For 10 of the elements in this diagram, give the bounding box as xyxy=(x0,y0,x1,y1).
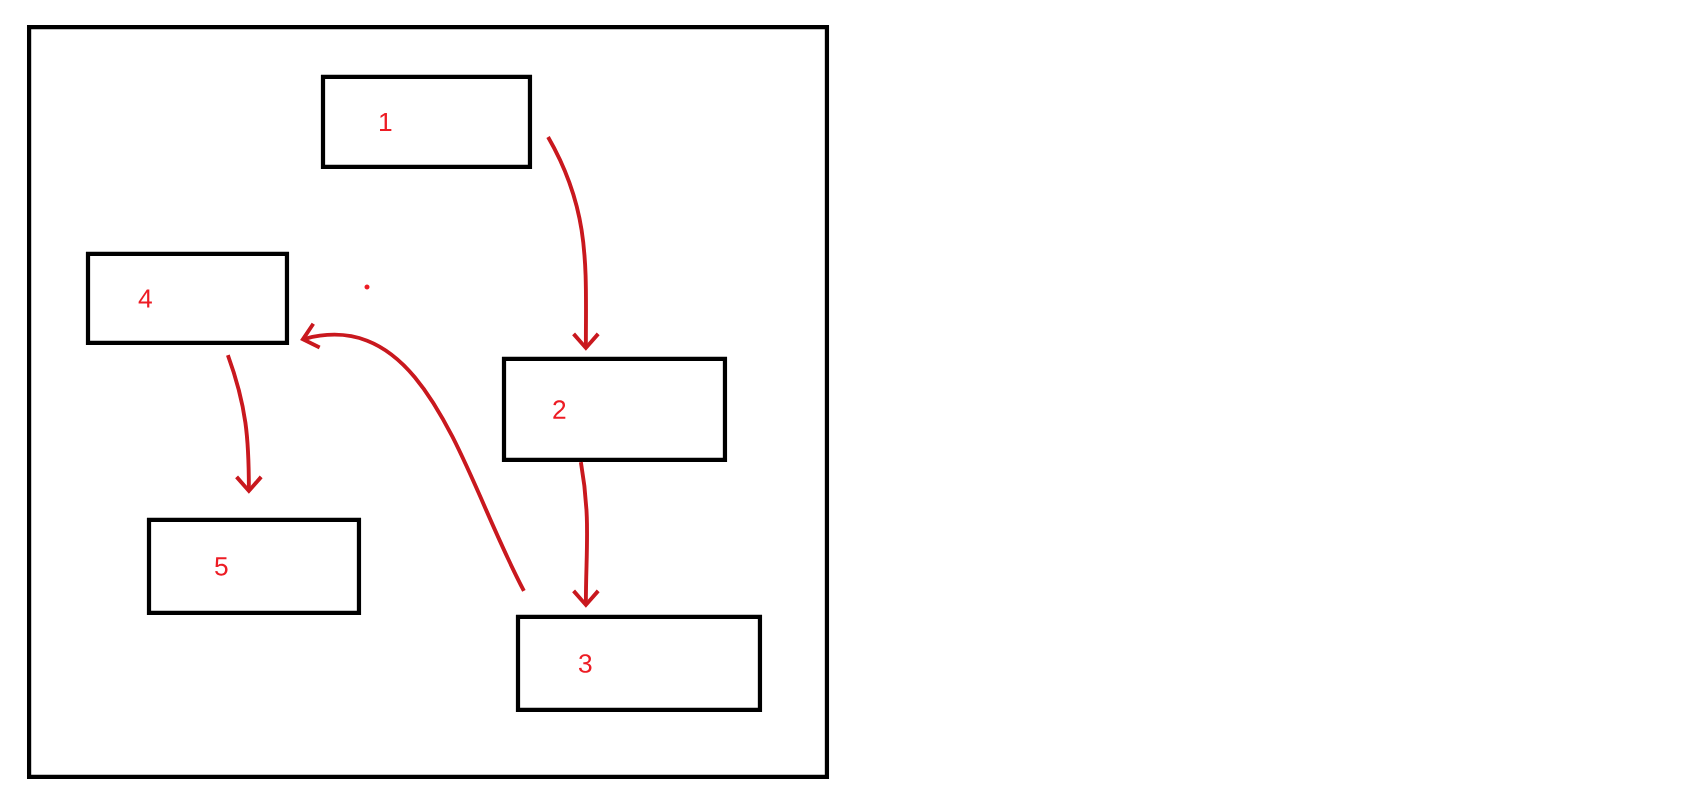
process-box: 5 xyxy=(146,517,362,616)
process-box: 1 xyxy=(320,74,533,170)
frame-box xyxy=(27,24,830,780)
process-box: 3 xyxy=(515,614,763,713)
process-box: 4 xyxy=(85,251,290,346)
arrow xyxy=(226,354,263,494)
arrow xyxy=(546,136,600,351)
arrow xyxy=(300,322,526,592)
arrow xyxy=(572,461,600,608)
process-box: 2 xyxy=(501,356,728,463)
